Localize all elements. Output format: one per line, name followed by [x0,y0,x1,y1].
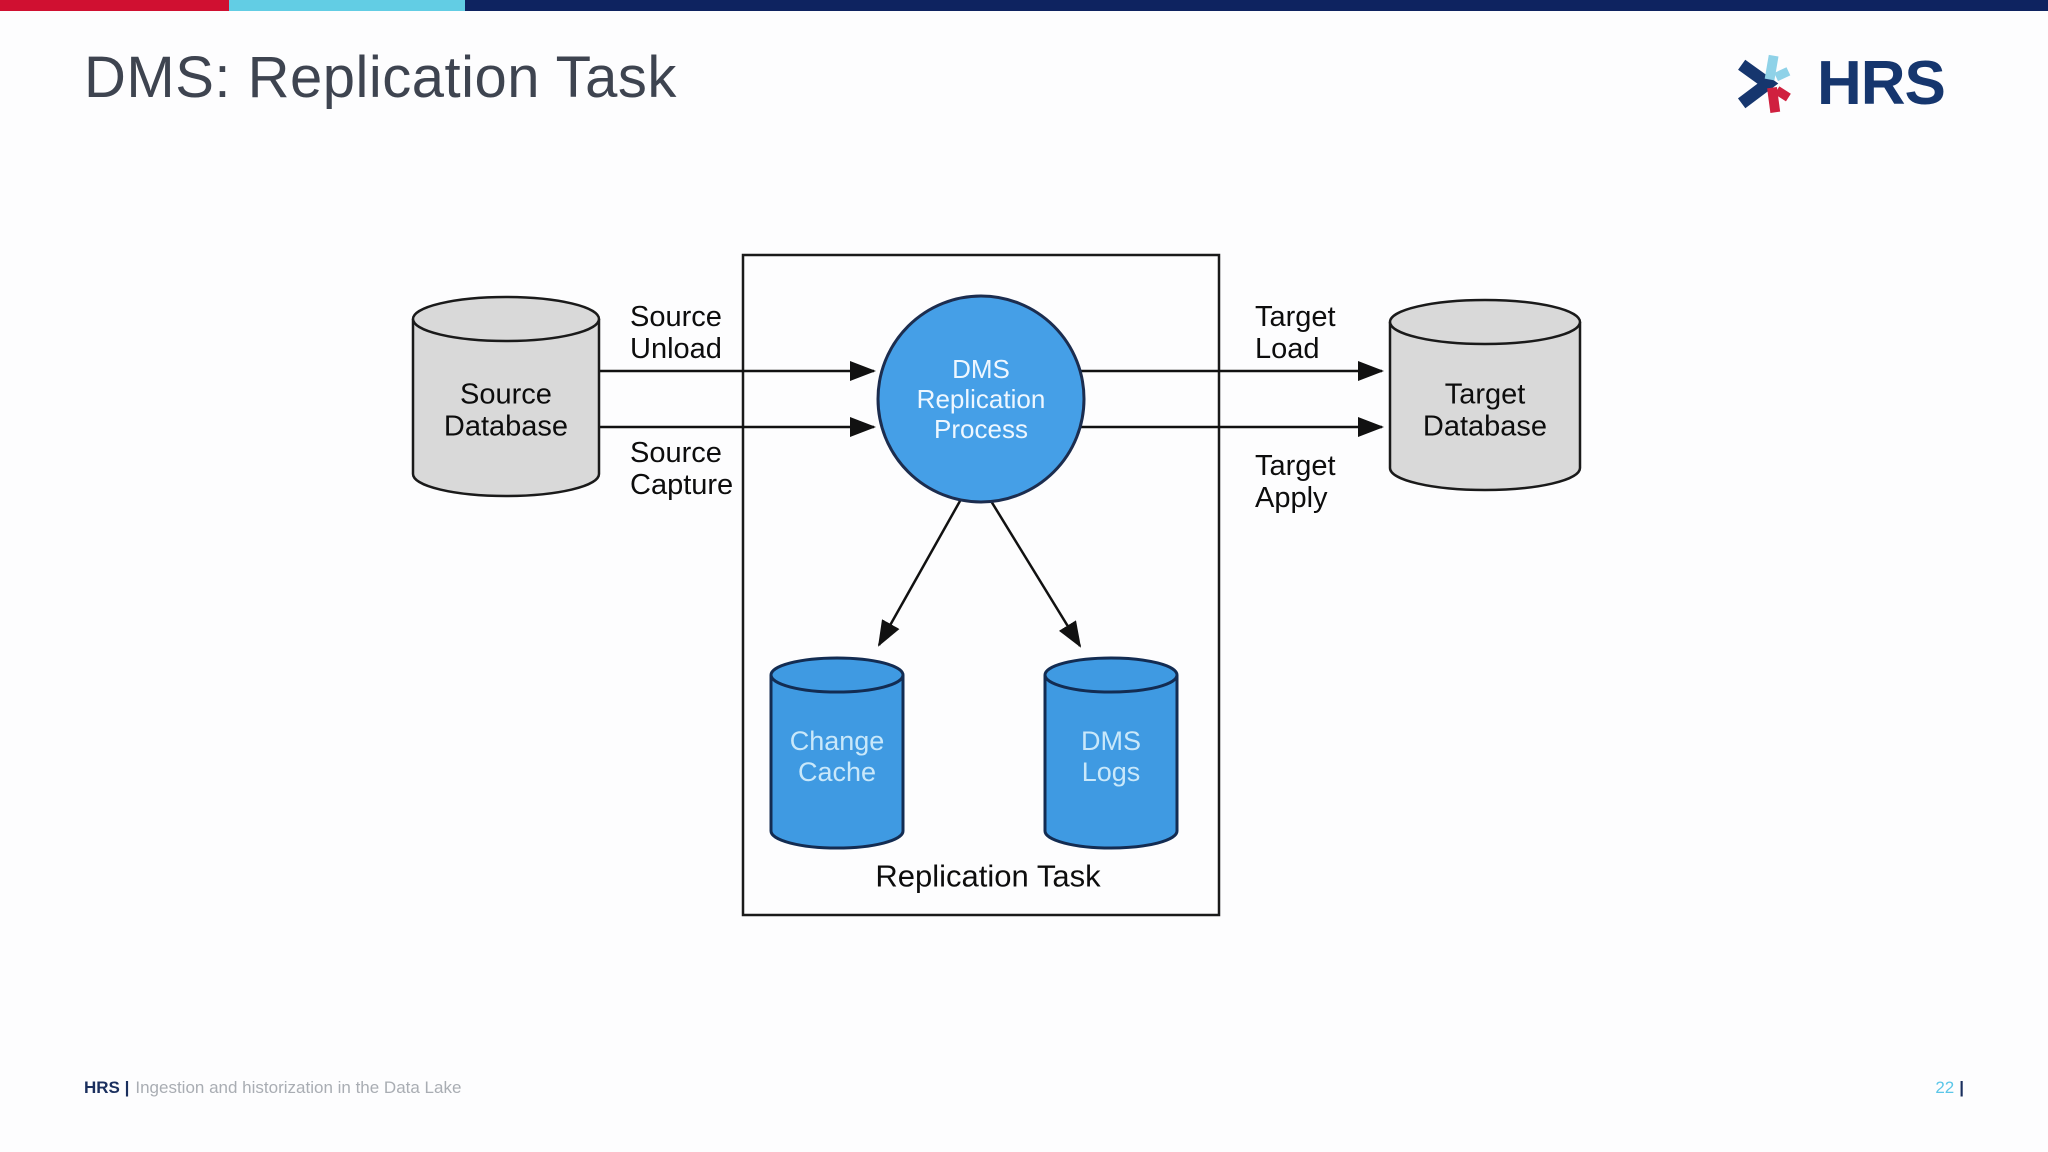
footer-description: Ingestion and historization in the Data … [135,1078,462,1097]
dms-logs-node [1043,656,1179,850]
arrow-to-dms-logs [989,500,1082,648]
page-title: DMS: Replication Task [84,45,677,110]
page-number-value: 22 [1935,1078,1955,1097]
top-bar-red-segment [0,0,229,11]
top-accent-bar [0,0,2048,11]
top-bar-navy-segment [465,0,2048,11]
hrs-logo-text: HRS [1817,49,1946,118]
target-database-node [1388,298,1582,492]
change-cache-node [769,656,905,850]
footer-brand: HRS | [84,1078,130,1097]
page-number-divider: | [1959,1078,1964,1097]
top-bar-blue-segment [229,0,465,11]
hrs-logo: HRS [1731,44,1946,124]
arrow-to-change-cache [877,500,962,647]
hrs-logo-mark-icon [1737,54,1791,113]
dms-replication-process-node [876,294,1086,504]
source-database-node [411,295,601,498]
page-number: 22| [1935,1078,1964,1098]
footer: HRS | Ingestion and historization in the … [84,1078,461,1098]
replication-task-box [741,253,1221,917]
